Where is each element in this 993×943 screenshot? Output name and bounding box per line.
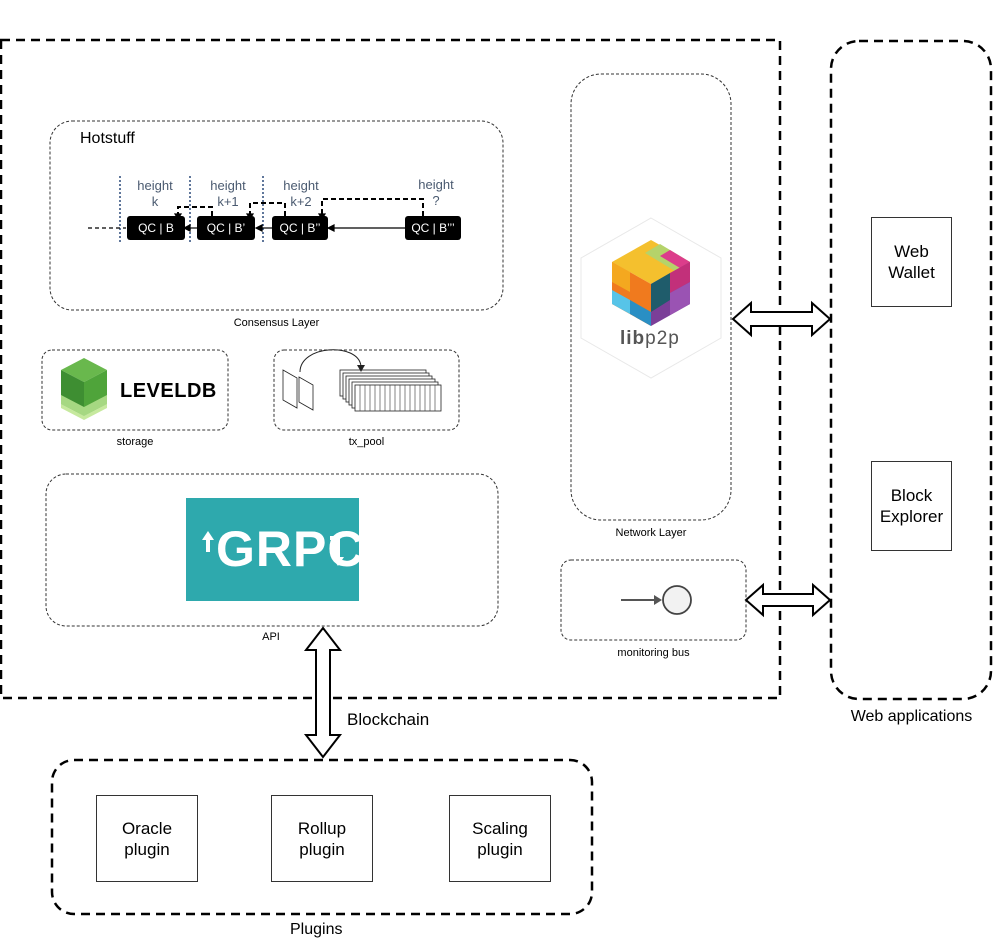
api-container [45,473,499,627]
height-label-line1: height [137,178,173,193]
monitoring-bus-caption: monitoring bus [617,647,690,659]
storage-caption: storage [116,436,154,448]
block-label-b: QC | B [138,221,174,235]
double-arrows [303,300,832,759]
web-wallet-label: Web Wallet [888,242,935,282]
height-label-line2: k [151,194,159,209]
height-separators [119,176,264,244]
block-label-b-triple-prime: QC | B’’’ [411,221,455,235]
web-applications-label: Web applications [850,708,973,725]
consensus-container [49,120,504,311]
libp2p-logo-text-bold: lib [620,328,646,349]
hotstuff-chain-links [88,198,424,232]
height-label-line1: height [283,178,319,193]
web-wallet-box: Web Wallet [871,217,952,307]
rollup-plugin-box: Rollup plugin [271,795,373,882]
web-applications-frame [829,39,993,701]
scaling-plugin-box: Scaling plugin [449,795,551,882]
grpc-logo-tile [186,498,359,601]
api-caption: API [262,631,280,643]
height-label-k-plus-2: height k+2 [276,178,326,210]
storage-container [41,349,229,431]
rollup-plugin-label: Rollup plugin [297,818,347,859]
blockchain-label: Blockchain [347,710,430,729]
height-label-line1: height [210,178,246,193]
leveldb-logo-text: LEVELDB [120,380,217,402]
libp2p-logo-text: libp2p [620,328,680,350]
grpc-logo-text: GRPC [216,521,365,577]
oracle-plugin-box: Oracle plugin [96,795,198,882]
height-label-line1: height [418,177,454,192]
height-label-k: height k [130,178,180,210]
hotstuff-blocks [127,216,461,240]
tx-pool-icon [282,349,442,412]
block-label-b-prime: QC | B’ [206,221,246,235]
libp2p-logo-text-light: p2p [645,328,680,349]
height-label-line2: k+2 [290,194,312,209]
oracle-plugin-label: Oracle plugin [121,818,173,859]
leveldb-logo-icon [61,358,107,420]
monitoring-bus-icon [621,585,692,615]
network-layer-container [570,73,732,521]
tx-pool-caption: tx_pool [348,436,385,448]
scaling-plugin-label: Scaling plugin [472,818,528,859]
block-explorer-label: Block Explorer [879,486,944,526]
consensus-title: Hotstuff [80,130,135,147]
block-explorer-box: Block Explorer [871,461,952,551]
height-label-line2: ? [432,193,440,208]
libp2p-logo-icon [580,217,722,379]
height-label-line2: k+1 [217,194,239,209]
grpc-arrow-icons [202,531,344,566]
block-label-b-double-prime: QC | B’’ [279,221,321,235]
height-label-unknown: height ? [411,177,461,209]
consensus-layer-caption: Consensus Layer [233,317,320,329]
plugins-frame [50,758,594,916]
height-label-k-plus-1: height k+1 [203,178,253,210]
tx-pool-container [273,349,460,431]
network-layer-caption: Network Layer [615,527,687,539]
plugins-label: Plugins [290,921,343,938]
